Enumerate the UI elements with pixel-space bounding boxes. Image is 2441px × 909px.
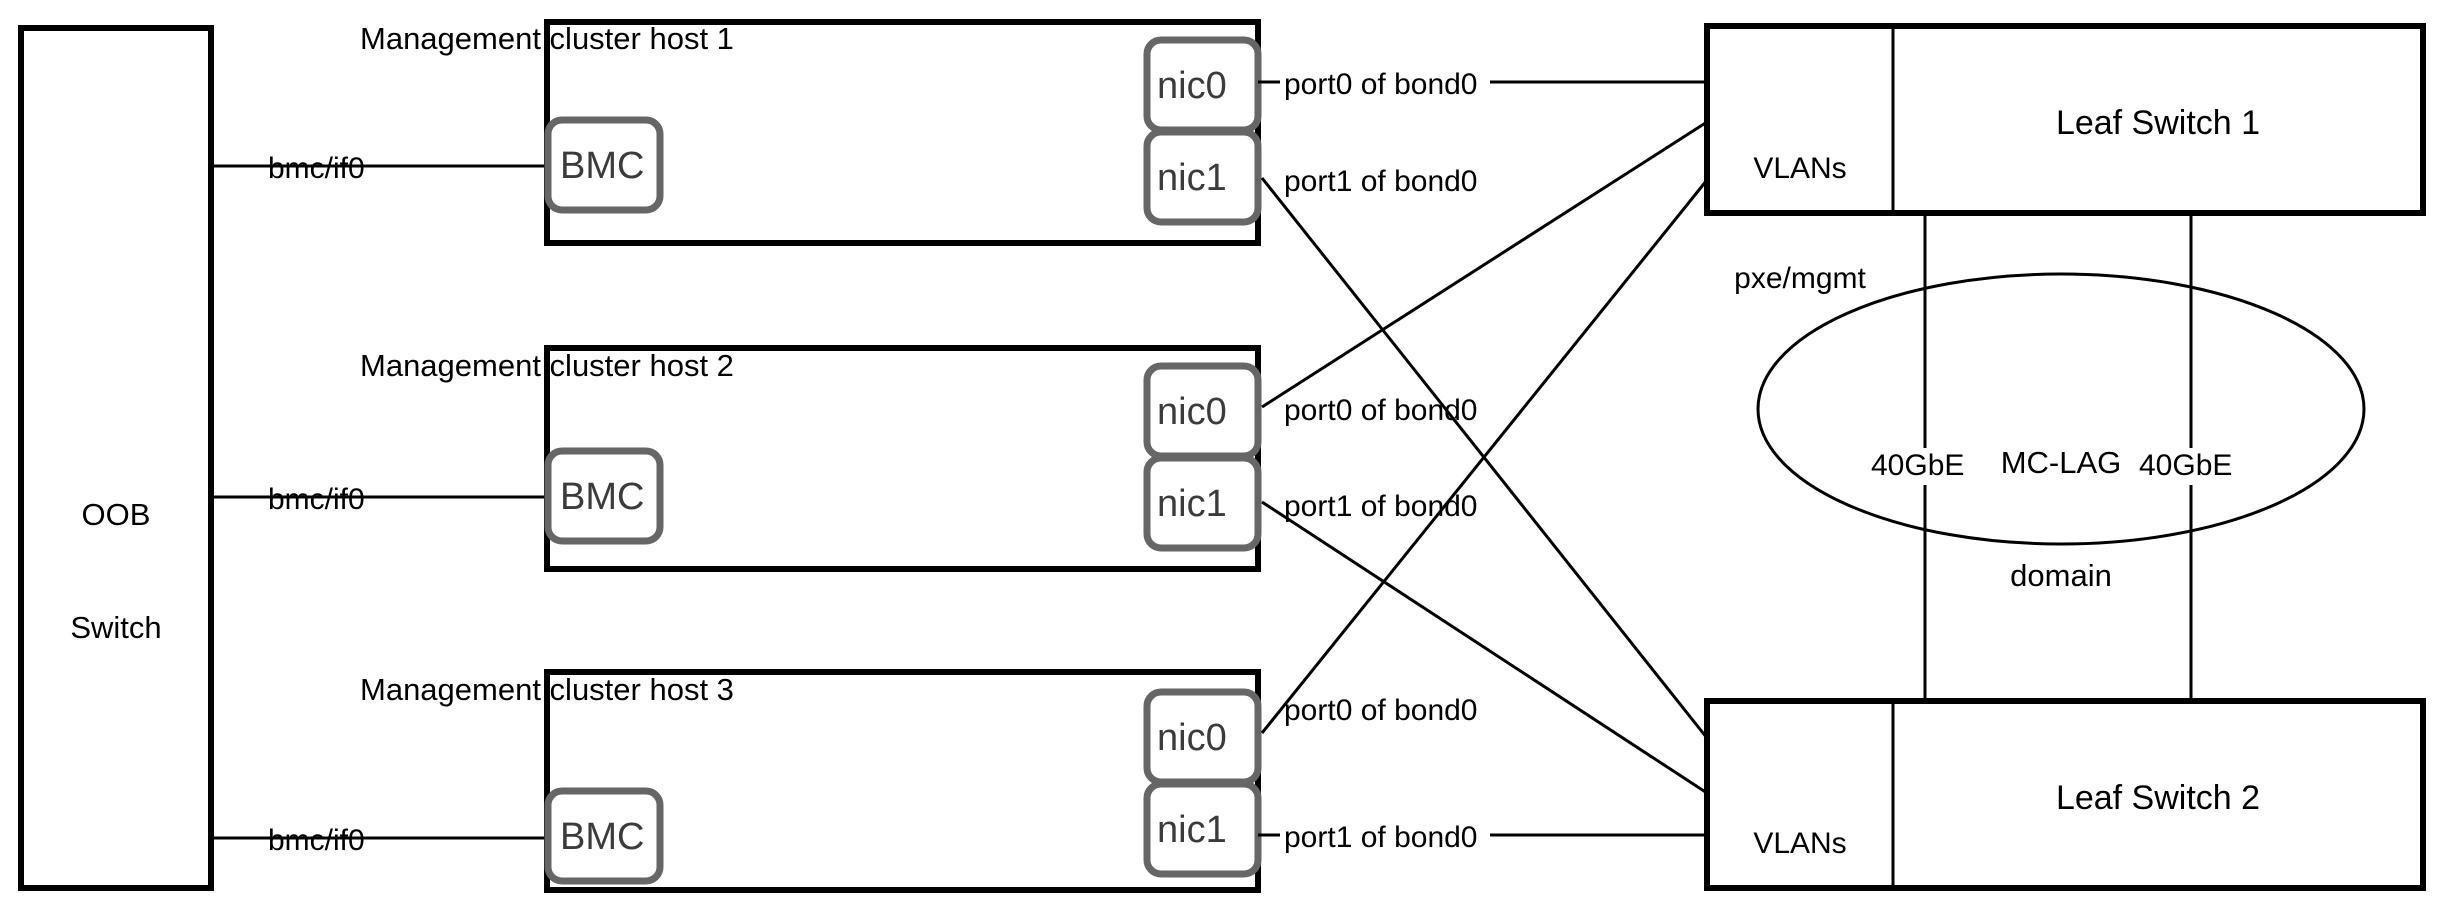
leaf-switch-2-box[interactable]	[1704, 698, 2426, 891]
leaf-switch-2-vlan-line1: VLANs	[1753, 827, 1847, 861]
host-2-nic1-box[interactable]	[1143, 454, 1262, 552]
host-3-nic1-box[interactable]	[1143, 780, 1262, 878]
host-2-nic1-port-label: port1 of bond0	[1284, 490, 1478, 523]
host-1-bmc-link-label: bmc/if0	[268, 152, 365, 185]
host-1-nic0-label: nic0	[1157, 65, 1227, 107]
oob-switch-label-line2: Switch	[70, 610, 162, 646]
host-2-bmc-box[interactable]	[544, 447, 664, 545]
host-2-nic0-port-label: port0 of bond0	[1284, 394, 1478, 427]
host-2-bmc-link-label: bmc/if0	[268, 483, 365, 516]
oob-switch-box[interactable]	[18, 25, 214, 891]
host-2-title: Management cluster host 2	[360, 348, 734, 383]
host-3-box[interactable]	[544, 669, 1261, 893]
host-1-box[interactable]	[544, 19, 1261, 246]
host-3-bmc-label: BMC	[560, 816, 645, 858]
host-1-nic1-port-label: port1 of bond0	[1284, 165, 1478, 198]
leaf-switch-2-name: Leaf Switch 2	[2055, 779, 2261, 817]
host-1-nic0-port-label: port0 of bond0	[1284, 68, 1478, 101]
leaf-switch-1-vlan-label: VLANs pxe/mgmt	[1707, 78, 1893, 371]
leaf-switch-1-vlan-line1: VLANs	[1753, 152, 1847, 186]
oob-switch-label: OOB Switch	[21, 420, 211, 723]
leaf-switch-1-vlan-line2: pxe/mgmt	[1734, 261, 1866, 295]
host-1-title: Management cluster host 1	[360, 21, 734, 56]
host-3-bmc-box[interactable]	[544, 787, 664, 885]
leaf-switch-1-name: Leaf Switch 1	[2055, 104, 2261, 142]
mclag-domain-label: MC-LAG domain	[1941, 368, 2181, 671]
host-1-nic1-label: nic1	[1157, 157, 1227, 199]
mclag-domain-line1: MC-LAG	[2000, 444, 2122, 480]
mclag-left-speed-label: 40GbE	[1867, 448, 1969, 485]
oob-switch-label-line1: OOB	[81, 496, 151, 532]
mclag-right-speed-label: 40GbE	[2135, 448, 2237, 485]
host-1-bmc-box[interactable]	[544, 116, 664, 214]
mclag-domain-line2: domain	[2010, 558, 2112, 594]
host-3-nic0-port-label: port0 of bond0	[1284, 694, 1478, 727]
host-2-nic1-label: nic1	[1157, 483, 1227, 525]
host-3-bmc-link-label: bmc/if0	[268, 824, 365, 857]
leaf-switch-1-box[interactable]	[1704, 23, 2426, 216]
host-2-bmc-label: BMC	[560, 476, 645, 518]
host-3-nic1-port-label: port1 of bond0	[1284, 821, 1478, 854]
uplink-host3-nic0-leaf1	[1260, 179, 1709, 734]
host-1-bmc-label: BMC	[560, 145, 645, 187]
host-2-box[interactable]	[544, 345, 1261, 572]
uplink-host2-nic1-leaf2	[1261, 500, 1708, 795]
mclag-domain-ellipse	[1756, 272, 2366, 546]
uplink-host2-nic0-leaf1	[1261, 120, 1708, 409]
host-1-nic1-box[interactable]	[1143, 128, 1262, 226]
host-3-nic1-label: nic1	[1157, 809, 1227, 851]
host-3-nic0-label: nic0	[1157, 717, 1227, 759]
host-2-nic0-label: nic0	[1157, 391, 1227, 433]
leaf-switch-2-vlan-label: VLANs pxe/mgmt	[1707, 753, 1893, 909]
host-3-title: Management cluster host 3	[360, 672, 734, 707]
